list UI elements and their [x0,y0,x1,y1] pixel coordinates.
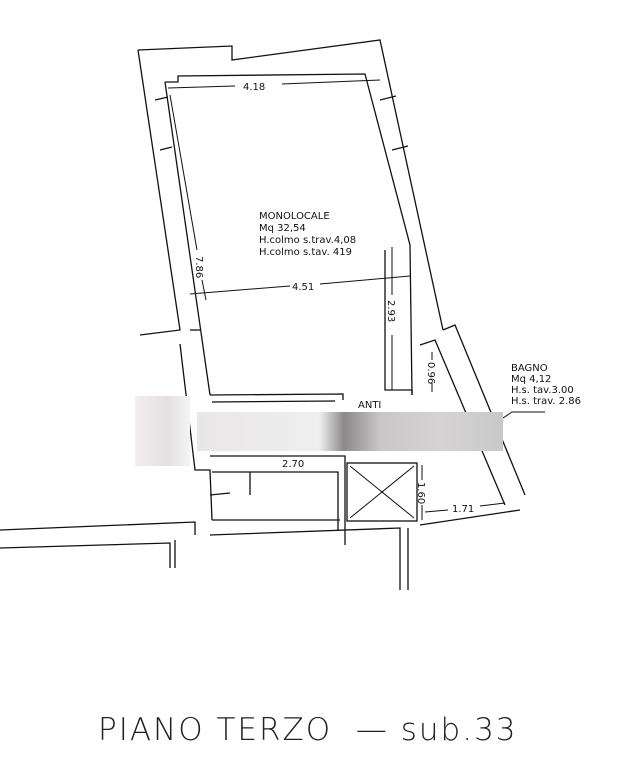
room-monolocale: MONOLOCALE Mq 32,54 H.colmo s.trav.4,08 … [259,211,356,258]
dim-stair-h: 1.60 [415,482,426,504]
room-name: MONOLOCALE [259,211,330,222]
dim-bagno-w: 1.71 [452,504,474,515]
plan-title: PIANO TERZO — sub.33 [98,712,518,748]
dim-top: 4.18 [243,82,265,93]
room-height-1: H.colmo s.trav.4,08 [259,235,356,246]
dimension-lines [167,79,545,520]
walls [0,39,526,590]
dim-right: 2.93 [385,300,396,322]
dim-left: 7.86 [193,256,204,278]
room-area: Mq 4,12 [511,374,551,385]
room-bagno: BAGNO Mq 4,12 H.s. tav.3.00 H.s. trav. 2… [511,363,581,407]
room-anti-label: ANTI [358,400,381,411]
dim-anti-w: 2.70 [282,459,304,470]
room-name: BAGNO [511,363,548,374]
room-area: Mq 32,54 [259,223,306,234]
room-height-2: H.s. trav. 2.86 [511,396,581,407]
room-height-1: H.s. tav.3.00 [511,385,574,396]
room-height-2: H.colmo s.tav. 419 [259,247,352,258]
redaction-blur [197,412,503,451]
redaction-blur [135,396,190,466]
dimension-labels: 4.18 4.51 7.86 2.93 0.96 1.60 1.71 2.70 [193,82,474,515]
dim-bagno-h: 0.96 [425,362,436,384]
dim-middle: 4.51 [292,282,314,293]
